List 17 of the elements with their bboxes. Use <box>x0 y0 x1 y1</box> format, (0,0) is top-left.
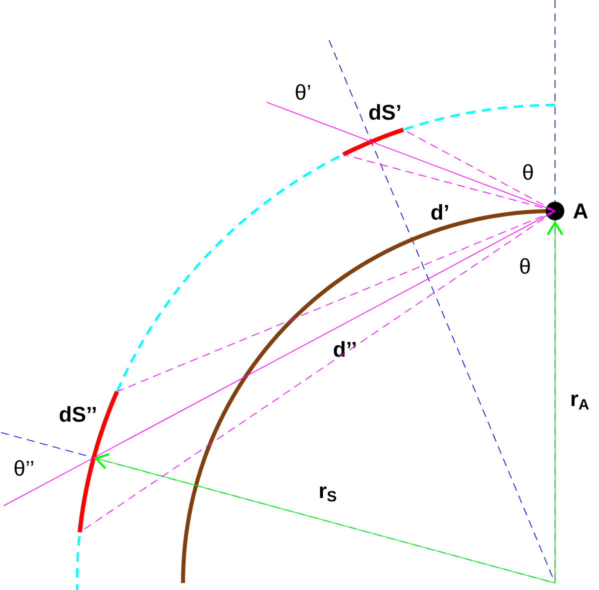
surface-element: dS’’ <box>60 390 119 532</box>
dashed-line <box>116 210 556 392</box>
edge-label: d’ <box>431 204 448 220</box>
vector-arrow <box>546 220 564 584</box>
edge-label: r$_{A}$ <box>572 394 589 410</box>
angle-label: θ’ <box>296 84 310 100</box>
angle-label: θ <box>520 258 530 274</box>
angle-label: θ <box>523 164 533 180</box>
node-label: A <box>573 204 588 218</box>
edge-label: r$_{S}$ <box>320 486 336 502</box>
vector-arrow <box>94 453 556 584</box>
dashed-line <box>342 154 556 212</box>
edge-label: d’’ <box>334 341 356 357</box>
point: A <box>546 202 588 220</box>
dashed-line <box>79 210 556 533</box>
surface-element: dS’ <box>342 104 404 156</box>
angle-label: θ’’ <box>14 460 34 476</box>
